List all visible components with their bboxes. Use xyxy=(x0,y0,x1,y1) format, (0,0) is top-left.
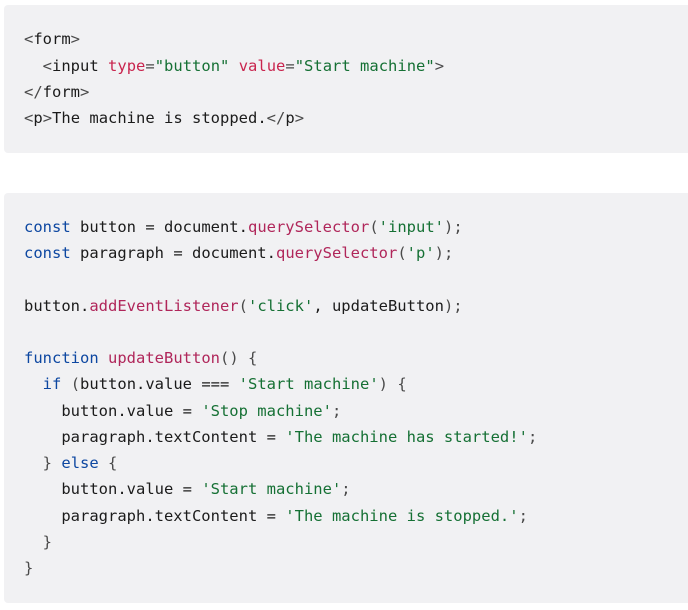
punctuation: () { xyxy=(219,349,258,367)
code-text: button. xyxy=(24,297,90,315)
tag-bracket: < xyxy=(24,30,34,48)
indent xyxy=(24,375,43,393)
html-code-block: <form> <input type="button" value="Start… xyxy=(4,5,688,153)
code-text: , updateButton xyxy=(313,297,444,315)
punctuation: { xyxy=(98,454,118,472)
code-line: </form> xyxy=(24,81,89,103)
punctuation: ( xyxy=(70,375,81,393)
indent xyxy=(24,402,61,420)
equals: = xyxy=(145,57,155,75)
punctuation: ; xyxy=(341,480,351,498)
punctuation: ( xyxy=(369,218,379,236)
attribute-name: value xyxy=(238,57,286,75)
indent xyxy=(24,57,43,75)
code-text: button.value = xyxy=(61,480,202,498)
equals: = xyxy=(285,57,295,75)
code-line: } xyxy=(24,557,33,579)
tag-name: input xyxy=(52,57,99,75)
punctuation: ); xyxy=(434,244,454,262)
punctuation: ; xyxy=(331,402,342,420)
tag-name: form xyxy=(42,83,80,101)
tag-bracket: < xyxy=(24,109,34,127)
code-line: const button = document.querySelector('i… xyxy=(24,216,463,238)
function-name: querySelector xyxy=(247,218,370,236)
code-line: <input type="button" value="Start machin… xyxy=(24,55,444,77)
function-name: updateButton xyxy=(108,349,220,367)
indent xyxy=(24,428,61,446)
indent xyxy=(24,454,43,472)
code-text: paragraph.textContent = xyxy=(61,507,286,525)
string-literal: 'click' xyxy=(247,297,314,315)
keyword: if xyxy=(42,375,62,393)
tag-bracket: > xyxy=(294,109,305,127)
tag-bracket: > xyxy=(80,83,90,101)
code-line: function updateButton() { xyxy=(24,347,257,369)
code-line: } xyxy=(24,531,52,553)
attribute-value: "button" xyxy=(154,57,230,75)
code-text: button = document. xyxy=(70,218,248,236)
tag-bracket: > xyxy=(434,57,445,75)
code-line: } else { xyxy=(24,452,118,474)
punctuation: ( xyxy=(397,244,407,262)
tag-name: p xyxy=(33,109,43,127)
string-literal: 'The machine is stopped.' xyxy=(285,507,519,525)
attribute-name: type xyxy=(108,57,146,75)
string-literal: 'The machine has started!' xyxy=(285,428,528,446)
code-line: if (button.value === 'Start machine') { xyxy=(24,373,407,395)
code-text: paragraph = document. xyxy=(70,244,276,262)
punctuation: ); xyxy=(443,218,463,236)
code-line: <p>The machine is stopped.</p> xyxy=(24,107,304,129)
keyword: const xyxy=(24,244,71,262)
tag-name: p xyxy=(285,109,295,127)
function-name: addEventListener xyxy=(89,297,239,315)
space xyxy=(52,454,61,472)
javascript-code-block: const button = document.querySelector('i… xyxy=(4,193,688,603)
tag-bracket: </ xyxy=(266,109,286,127)
string-literal: 'input' xyxy=(378,218,444,236)
code-line: paragraph.textContent = 'The machine is … xyxy=(24,505,528,527)
tag-name: form xyxy=(33,30,71,48)
keyword: const xyxy=(24,218,71,236)
string-literal: 'Start machine' xyxy=(238,375,379,393)
code-line: const paragraph = document.querySelector… xyxy=(24,242,453,264)
string-literal: 'p' xyxy=(406,244,435,262)
code-line: button.value = 'Stop machine'; xyxy=(24,400,341,422)
indent xyxy=(24,533,43,551)
punctuation: ) { xyxy=(378,375,407,393)
code-line: button.value = 'Start machine'; xyxy=(24,478,351,500)
keyword: function xyxy=(24,349,99,367)
punctuation: } xyxy=(42,533,53,551)
punctuation: } xyxy=(24,559,34,577)
keyword: else xyxy=(61,454,99,472)
code-line: button.addEventListener('click', updateB… xyxy=(24,295,463,317)
punctuation: ); xyxy=(443,297,463,315)
code-line: <form> xyxy=(24,28,80,50)
punctuation: } xyxy=(42,454,53,472)
string-literal: 'Stop machine' xyxy=(201,402,332,420)
code-text: paragraph.textContent = xyxy=(61,428,286,446)
space xyxy=(99,349,108,367)
tag-bracket: < xyxy=(42,57,53,75)
attribute-value: "Start machine" xyxy=(294,57,435,75)
tag-bracket: > xyxy=(70,30,81,48)
space xyxy=(61,375,70,393)
punctuation: ; xyxy=(518,507,528,525)
code-text: button.value === xyxy=(80,375,239,393)
text-content: The machine is stopped. xyxy=(52,109,267,127)
tag-bracket: > xyxy=(42,109,53,127)
code-line: paragraph.textContent = 'The machine has… xyxy=(24,426,537,448)
punctuation: ( xyxy=(238,297,248,315)
code-text: button.value = xyxy=(61,402,202,420)
indent xyxy=(24,480,61,498)
indent xyxy=(24,507,61,525)
string-literal: 'Start machine' xyxy=(201,480,342,498)
tag-bracket: </ xyxy=(24,83,43,101)
function-name: querySelector xyxy=(275,244,398,262)
punctuation: ; xyxy=(527,428,538,446)
